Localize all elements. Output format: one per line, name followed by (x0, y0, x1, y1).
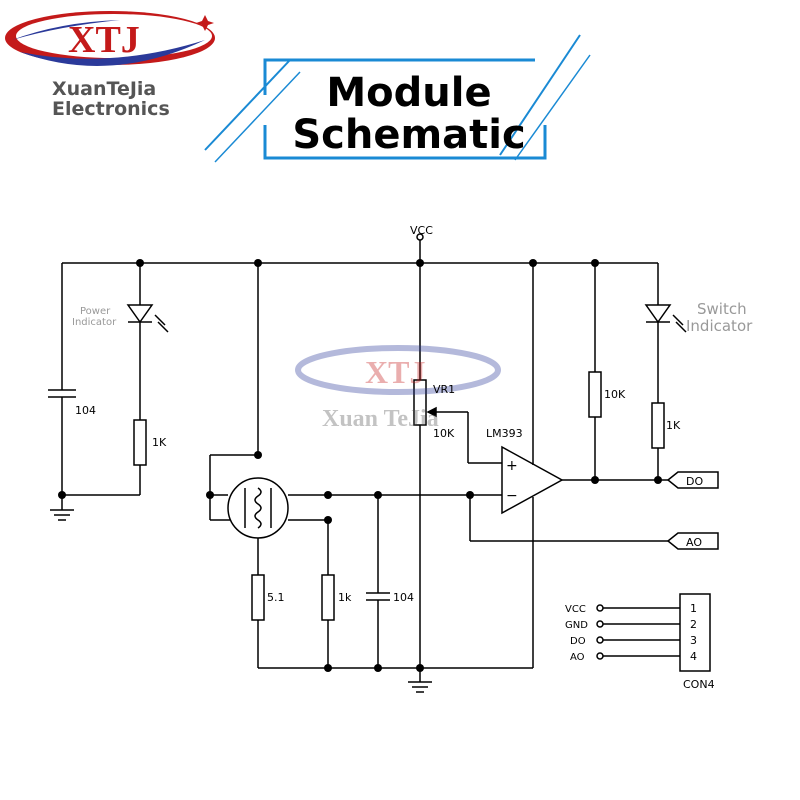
switch-indicator-label-1: Switch (697, 300, 747, 318)
logo-lettering: XTJ (68, 19, 140, 61)
company-name-line2: Electronics (52, 98, 170, 120)
connector-pin-number: 1 (690, 602, 697, 615)
res-51-label: 5.1 (267, 591, 285, 604)
ao-tag-label: AO (686, 536, 702, 549)
company-name-line1: XuanTeJia (52, 78, 157, 100)
power-indicator-label-1: Power (80, 306, 111, 317)
connector-pin-number: 3 (690, 634, 697, 647)
watermark-logo-lettering: XTJ (365, 354, 425, 390)
title-frame (204, 34, 591, 163)
comparator-plus: + (506, 458, 518, 474)
connector-pin-label: AO (570, 652, 585, 663)
cap-bottom-label: 104 (393, 591, 414, 604)
switch-indicator-label-2: Indicator (686, 317, 753, 335)
vr-value-label: 10K (433, 427, 455, 440)
page-title-line2: Schematic (292, 112, 526, 158)
watermark-text: Xuan TeJia (322, 406, 439, 432)
connector-pin-label: GND (565, 620, 588, 631)
res-pullup-label: 10K (604, 388, 626, 401)
do-tag-label: DO (686, 475, 703, 488)
watermark: XTJ Xuan TeJia (295, 345, 501, 432)
comparator-minus: − (506, 488, 518, 504)
vr-name-label: VR1 (433, 383, 455, 396)
brand-logo: XTJ (5, 11, 215, 66)
vcc-label: VCC (410, 224, 433, 237)
connector-name: CON4 (683, 678, 715, 691)
res-1k-label: 1k (338, 591, 352, 604)
connector-pin-number: 4 (690, 650, 697, 663)
connector-pin-label: DO (570, 636, 586, 647)
connector-pin-label: VCC (565, 604, 586, 615)
page-title-line1: Module (326, 70, 492, 116)
connector-pin-number: 2 (690, 618, 697, 631)
cap-left-label: 104 (75, 404, 96, 417)
power-indicator-label-2: Indicator (72, 317, 117, 328)
res-left-label: 1K (152, 436, 167, 449)
comparator-label: LM393 (486, 427, 523, 440)
res-led2-label: 1K (666, 419, 681, 432)
